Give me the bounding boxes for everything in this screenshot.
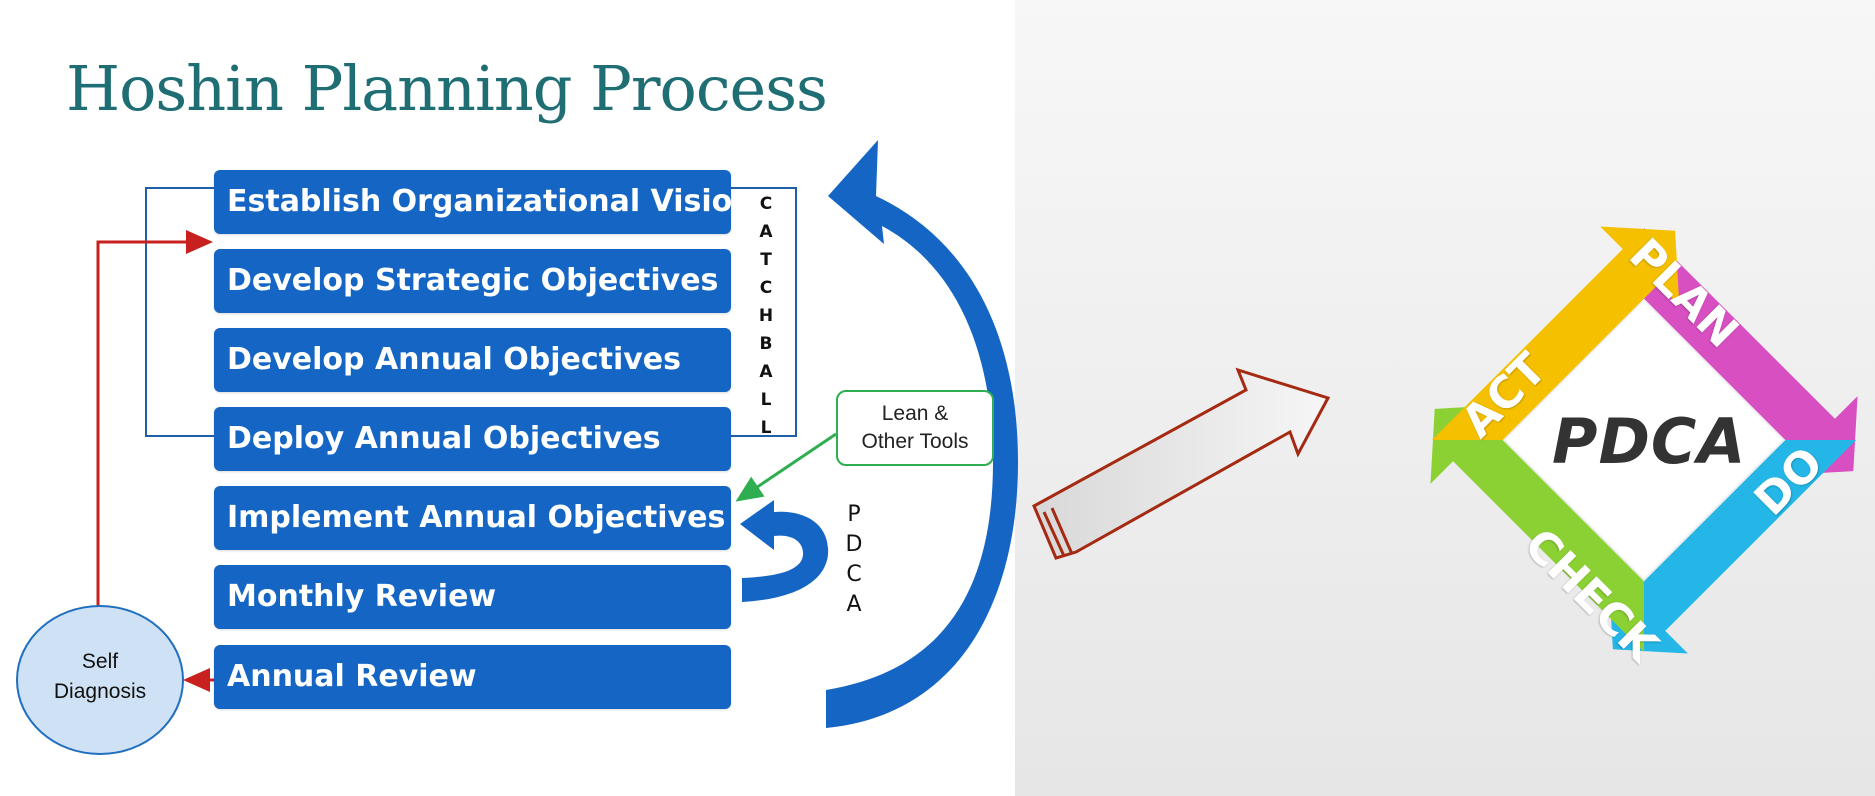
step-implement-objectives: Implement Annual Objectives xyxy=(214,486,731,550)
self-diagnosis-circle: Self Diagnosis xyxy=(16,605,184,755)
self-diagnosis-line: Self xyxy=(81,650,119,673)
page-title: Hoshin Planning Process xyxy=(66,52,828,125)
catchball-letter: C xyxy=(759,278,773,298)
catchball-letter: A xyxy=(759,362,773,382)
self-diagnosis-line: Diagnosis xyxy=(53,680,147,703)
catchball-letter: L xyxy=(760,418,772,438)
catchball-letter: H xyxy=(758,306,774,326)
pdca-cycle xyxy=(1430,226,1858,654)
catchball-letter: B xyxy=(759,334,773,354)
pdca-side-label: P D C A xyxy=(844,500,864,620)
catchball-letter: T xyxy=(760,250,772,270)
step-annual-objectives: Develop Annual Objectives xyxy=(214,328,731,392)
step-strategic-objectives: Develop Strategic Objectives xyxy=(214,249,731,313)
feedback-arrow xyxy=(96,230,213,606)
step-monthly-review: Monthly Review xyxy=(214,565,731,629)
big-return-arrow xyxy=(826,140,1018,728)
lean-tools-line: Other Tools xyxy=(861,430,969,453)
catchball-letter: L xyxy=(760,390,772,410)
pdca-center-label: PDCA xyxy=(1552,405,1747,478)
catchball-letter: A xyxy=(759,222,773,242)
lean-tools-box: Lean & Other Tools xyxy=(836,390,994,466)
transition-arrow-shape xyxy=(1032,367,1331,560)
check-segment xyxy=(1430,404,1644,653)
catchball-label: C A T C H B A L L xyxy=(756,190,776,442)
step-deploy-objectives: Deploy Annual Objectives xyxy=(214,407,731,471)
catchball-letter: C xyxy=(759,194,773,214)
catchball-bracket xyxy=(731,187,797,437)
step-annual-review: Annual Review xyxy=(214,645,731,709)
pdca-letter: D xyxy=(845,532,863,557)
small-pdca-loop-arrow xyxy=(740,500,829,602)
act-segment xyxy=(1431,226,1680,440)
lean-connector xyxy=(735,432,837,502)
pdca-letter: A xyxy=(846,592,862,617)
pdca-letter: C xyxy=(846,562,862,587)
pdca-letter: P xyxy=(847,502,861,527)
do-segment xyxy=(1608,440,1857,654)
step-establish-vision: Establish Organizational Vision xyxy=(214,170,754,234)
plan-segment xyxy=(1644,227,1858,476)
left-bracket xyxy=(145,187,214,437)
lean-tools-line: Lean & xyxy=(881,402,949,425)
